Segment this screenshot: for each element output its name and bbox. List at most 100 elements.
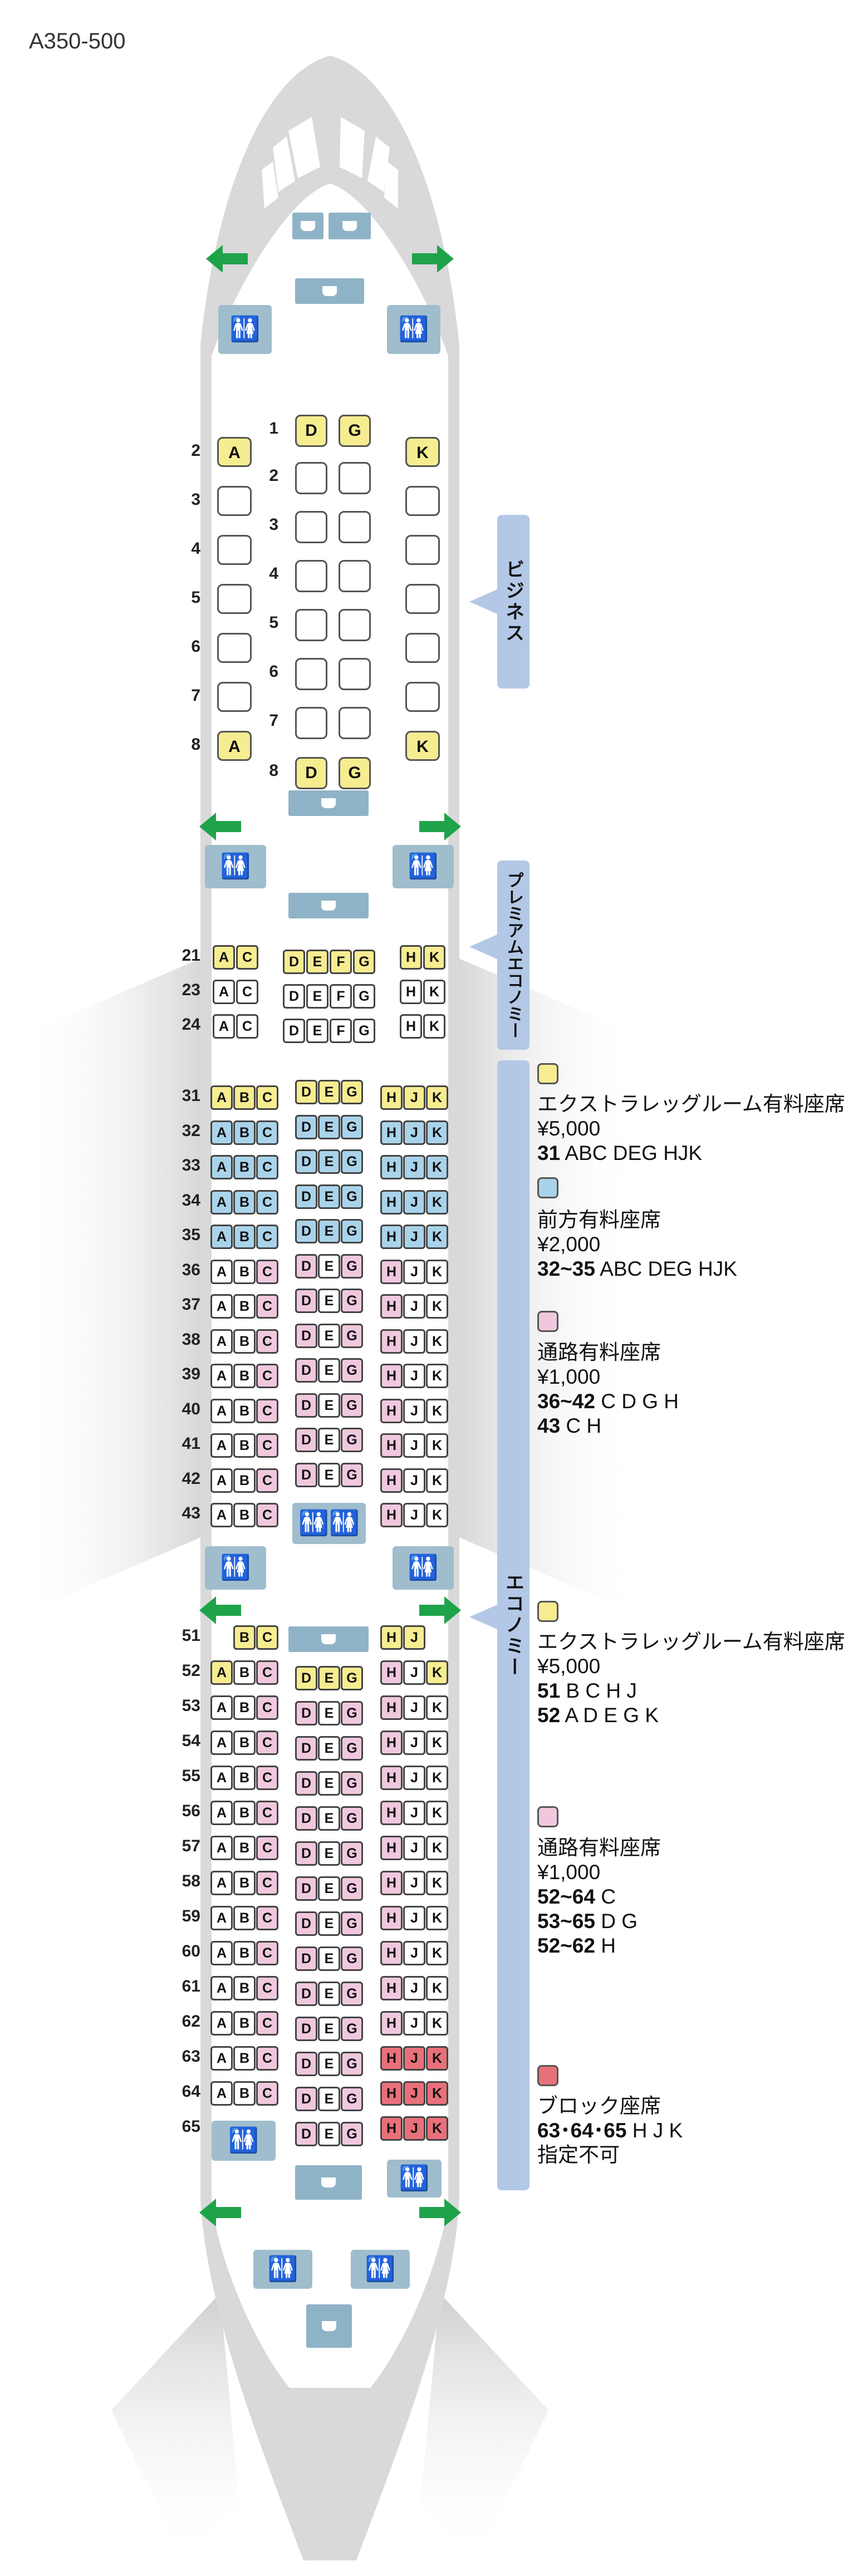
seat-5D[interactable]	[295, 609, 327, 641]
seat-51C[interactable]: C	[256, 1625, 278, 1650]
seat-37D[interactable]: D	[295, 1289, 317, 1313]
seat-6D[interactable]	[295, 658, 327, 690]
seat-58E[interactable]: E	[318, 1876, 340, 1901]
seat-40G[interactable]: G	[341, 1393, 363, 1418]
seat-8A[interactable]: A	[217, 731, 252, 761]
seat-56D[interactable]: D	[295, 1806, 317, 1831]
seat-32A[interactable]: A	[210, 1120, 233, 1145]
seat-39C[interactable]: C	[256, 1364, 278, 1388]
seat-56H[interactable]: H	[380, 1801, 403, 1825]
seat-53J[interactable]: J	[403, 1695, 425, 1720]
seat-57B[interactable]: B	[233, 1836, 256, 1860]
seat-21E[interactable]: E	[306, 950, 329, 974]
seat-38B[interactable]: B	[233, 1329, 256, 1354]
seat-21F[interactable]: F	[330, 950, 352, 974]
seat-24K[interactable]: K	[423, 1014, 445, 1039]
seat-4D[interactable]	[295, 560, 327, 592]
seat-2G[interactable]	[339, 462, 371, 494]
seat-62H[interactable]: H	[380, 2011, 403, 2036]
seat-40H[interactable]: H	[380, 1398, 403, 1423]
seat-33E[interactable]: E	[318, 1149, 340, 1174]
seat-33C[interactable]: C	[256, 1155, 278, 1179]
seat-64G[interactable]: G	[341, 2087, 363, 2111]
seat-33G[interactable]: G	[341, 1149, 363, 1174]
seat-58G[interactable]: G	[341, 1876, 363, 1901]
seat-41K[interactable]: K	[426, 1433, 448, 1458]
seat-56B[interactable]: B	[233, 1801, 256, 1825]
seat-53G[interactable]: G	[341, 1701, 363, 1725]
seat-8D[interactable]: D	[295, 757, 327, 789]
seat-64B[interactable]: B	[233, 2081, 256, 2106]
seat-43K[interactable]: K	[426, 1503, 448, 1527]
seat-60H[interactable]: H	[380, 1941, 403, 1965]
seat-31A[interactable]: A	[210, 1085, 233, 1110]
seat-42H[interactable]: H	[380, 1468, 403, 1493]
seat-63H[interactable]: H	[380, 2046, 403, 2071]
seat-23H[interactable]: H	[400, 980, 422, 1004]
seat-65J[interactable]: J	[403, 2116, 425, 2141]
seat-35C[interactable]: C	[256, 1225, 278, 1249]
seat-52D[interactable]: D	[295, 1666, 317, 1690]
seat-37C[interactable]: C	[256, 1294, 278, 1319]
seat-53B[interactable]: B	[233, 1695, 256, 1720]
seat-23D[interactable]: D	[283, 984, 305, 1009]
seat-52C[interactable]: C	[256, 1660, 278, 1685]
seat-60A[interactable]: A	[210, 1941, 233, 1965]
seat-56K[interactable]: K	[426, 1801, 448, 1825]
seat-39E[interactable]: E	[318, 1358, 340, 1383]
seat-65K[interactable]: K	[426, 2116, 448, 2141]
seat-63E[interactable]: E	[318, 2052, 340, 2076]
seat-56A[interactable]: A	[210, 1801, 233, 1825]
seat-39K[interactable]: K	[426, 1364, 448, 1388]
seat-57K[interactable]: K	[426, 1836, 448, 1860]
seat-8G[interactable]: G	[339, 757, 371, 789]
seat-43A[interactable]: A	[210, 1503, 233, 1527]
seat-61H[interactable]: H	[380, 1976, 403, 2000]
seat-55D[interactable]: D	[295, 1771, 317, 1796]
seat-52K[interactable]: K	[426, 1660, 448, 1685]
seat-58J[interactable]: J	[403, 1871, 425, 1895]
seat-35K[interactable]: K	[426, 1225, 448, 1249]
seat-2D[interactable]	[295, 462, 327, 494]
seat-35D[interactable]: D	[295, 1219, 317, 1243]
seat-60C[interactable]: C	[256, 1941, 278, 1965]
seat-36K[interactable]: K	[426, 1259, 448, 1284]
seat-37A[interactable]: A	[210, 1294, 233, 1319]
seat-41G[interactable]: G	[341, 1428, 363, 1452]
seat-59K[interactable]: K	[426, 1906, 448, 1930]
seat-61C[interactable]: C	[256, 1976, 278, 2000]
seat-36H[interactable]: H	[380, 1259, 403, 1284]
seat-59A[interactable]: A	[210, 1906, 233, 1930]
seat-3G[interactable]	[339, 511, 371, 543]
seat-31G[interactable]: G	[341, 1080, 363, 1104]
seat-37H[interactable]: H	[380, 1294, 403, 1319]
seat-59C[interactable]: C	[256, 1906, 278, 1930]
seat-62K[interactable]: K	[426, 2011, 448, 2036]
seat-54K[interactable]: K	[426, 1731, 448, 1755]
seat-55E[interactable]: E	[318, 1771, 340, 1796]
seat-41C[interactable]: C	[256, 1433, 278, 1458]
seat-43H[interactable]: H	[380, 1503, 403, 1527]
seat-33A[interactable]: A	[210, 1155, 233, 1179]
seat-3D[interactable]	[295, 511, 327, 543]
seat-42D[interactable]: D	[295, 1462, 317, 1487]
seat-5K[interactable]	[405, 584, 440, 614]
seat-53E[interactable]: E	[318, 1701, 340, 1725]
seat-40A[interactable]: A	[210, 1398, 233, 1423]
seat-62C[interactable]: C	[256, 2011, 278, 2036]
seat-40J[interactable]: J	[403, 1398, 425, 1423]
seat-58K[interactable]: K	[426, 1871, 448, 1895]
seat-62E[interactable]: E	[318, 2017, 340, 2041]
seat-36E[interactable]: E	[318, 1253, 340, 1279]
seat-43B[interactable]: B	[233, 1503, 256, 1527]
seat-62A[interactable]: A	[210, 2011, 233, 2036]
seat-39B[interactable]: B	[233, 1364, 256, 1388]
seat-41A[interactable]: A	[210, 1433, 233, 1458]
seat-39D[interactable]: D	[295, 1358, 317, 1383]
seat-6K[interactable]	[405, 633, 440, 663]
seat-40D[interactable]: D	[295, 1393, 317, 1418]
seat-52H[interactable]: H	[380, 1660, 403, 1685]
seat-1D[interactable]: D	[295, 415, 327, 447]
seat-61J[interactable]: J	[403, 1976, 425, 2000]
seat-33B[interactable]: B	[233, 1155, 256, 1179]
